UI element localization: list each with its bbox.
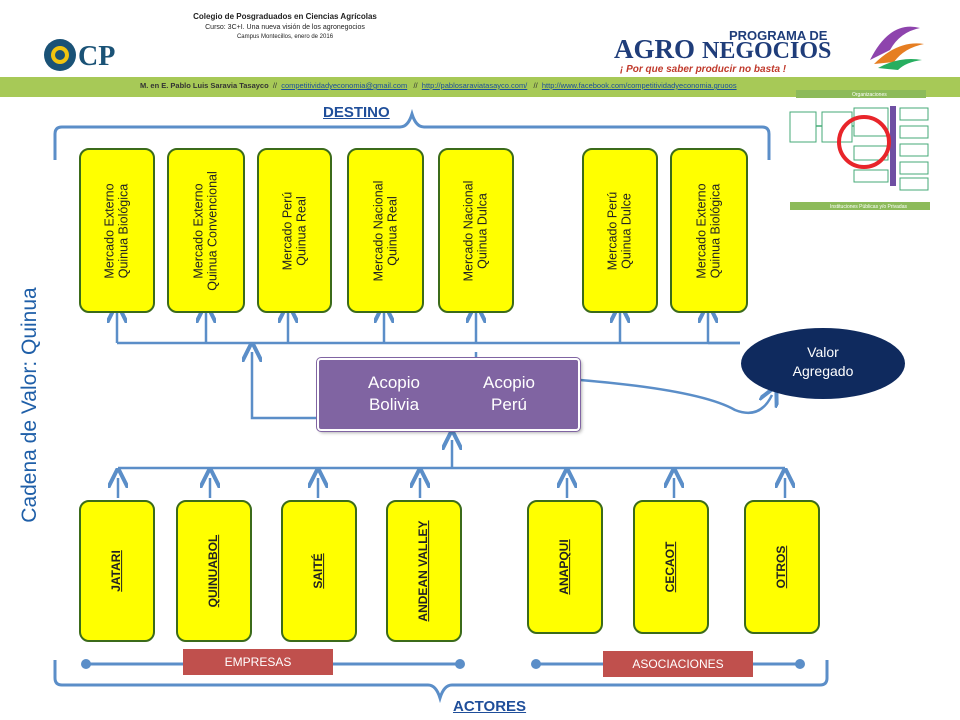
destination-line2: Quinua Biológica [117,183,131,278]
thumbnail-bottom-label: Instituciones Públicas y/o Privadas [830,204,907,210]
destination-line2: Quinua Convencional [206,170,220,291]
program-title-line1: PROGRAMA DE [729,28,828,43]
contact-bar [0,77,960,97]
acopio-bolivia: Acopio Bolivia [339,372,449,416]
course-name: Curso: 3C+I. Una nueva visión de los agr… [205,24,365,31]
actores-label: ACTORES [453,698,527,715]
value-chain-thumbnail: Organizaciones Instituciones Públicas y/… [786,86,934,214]
program-title-agro: AGRO [614,34,695,64]
actor-box: OTROS [744,500,820,634]
acopio-box: Acopio Bolivia Acopio Perú [317,358,580,431]
author-name: M. en E. Pablo Luis Saravia Tasayco [140,81,269,90]
acopio-peru: Acopio Perú [459,372,559,416]
destination-line1: Mercado Externo [102,182,117,279]
destination-line2: Quinua Biológica [709,183,723,278]
campus-date: Campus Montecillos, enero de 2016 [236,34,334,40]
thumbnail-top-label: Organizaciones [852,92,887,98]
separator: // [533,81,538,90]
actor-label: ANAPQUI [557,539,572,595]
separator: // [272,81,278,90]
actor-box: CECAOT [633,500,709,634]
acopio-peru-line2: Perú [491,395,527,414]
separator: // [413,81,418,90]
valor-agregado-ellipse: Valor Agregado [741,328,905,399]
actor-box: SAITÉ [281,500,357,642]
valor-line2: Agregado [792,363,854,379]
actor-box: QUINUABOL [176,500,252,642]
program-logo: PROGRAMA DE AGRO NEGOCIOS ¡ Por que sabe… [614,18,854,75]
destination-line1: Mercado Nacional [461,180,476,281]
thumbnail-diagram: Organizaciones Instituciones Públicas y/… [789,90,930,210]
acopio-peru-line1: Acopio [483,373,535,392]
website-link[interactable]: http://pablosaraviatasayco.com/ [421,81,528,90]
email-link[interactable]: competitividadyeconomia@gmail.com [281,81,408,90]
facebook-link[interactable]: http://www.facebook.com/competitividadye… [541,81,737,90]
actor-label: ANDEAN VALLEY [416,520,431,622]
destino-brace [53,108,771,160]
asociaciones-label: ASOCIACIONES [603,651,753,677]
swirl-logo-icon [870,26,924,70]
destination-line1: Mercado Externo [694,182,709,279]
actor-label: OTROS [774,545,789,589]
destination-line1: Mercado Nacional [371,180,386,281]
destination-line2: Quinua Dulce [620,192,634,269]
actor-label: CECAOT [663,541,678,593]
destination-line2: Quinua Dulca [476,192,490,269]
destination-line1: Mercado Externo [191,182,206,279]
actor-label: SAITÉ [311,553,326,589]
empresas-label: EMPRESAS [183,649,333,675]
highlight-circle-icon [837,115,891,169]
actores-brace [53,660,829,704]
destination-line1: Mercado Perú [280,191,295,270]
contact-line: M. en E. Pablo Luis Saravia Tasayco // c… [140,81,737,90]
cp-logo-text: CP [78,41,115,72]
acopio-bolivia-line2: Bolivia [368,395,420,414]
program-slogan: ¡ Por que saber producir no basta ! [620,64,787,75]
acopio-bolivia-line1: Acopio [368,373,420,392]
actor-label: JATARI [109,550,124,592]
destination-line2: Quinua Real [294,195,309,266]
actor-box: ANAPQUI [527,500,603,634]
destino-label: DESTINO [323,104,390,121]
program-title-negocios: NEGOCIOS [702,38,832,64]
actor-label: QUINUABOL [206,534,221,608]
actor-box: JATARI [79,500,155,642]
actor-box: ANDEAN VALLEY [386,500,462,642]
institution-name: Colegio de Posgraduados en Ciencias Agrí… [193,12,377,21]
cp-logo: CP [44,39,115,72]
destination-line2: Quinua Real [385,195,400,266]
valor-line1: Valor [807,344,839,360]
destination-line1: Mercado Perú [605,191,620,270]
